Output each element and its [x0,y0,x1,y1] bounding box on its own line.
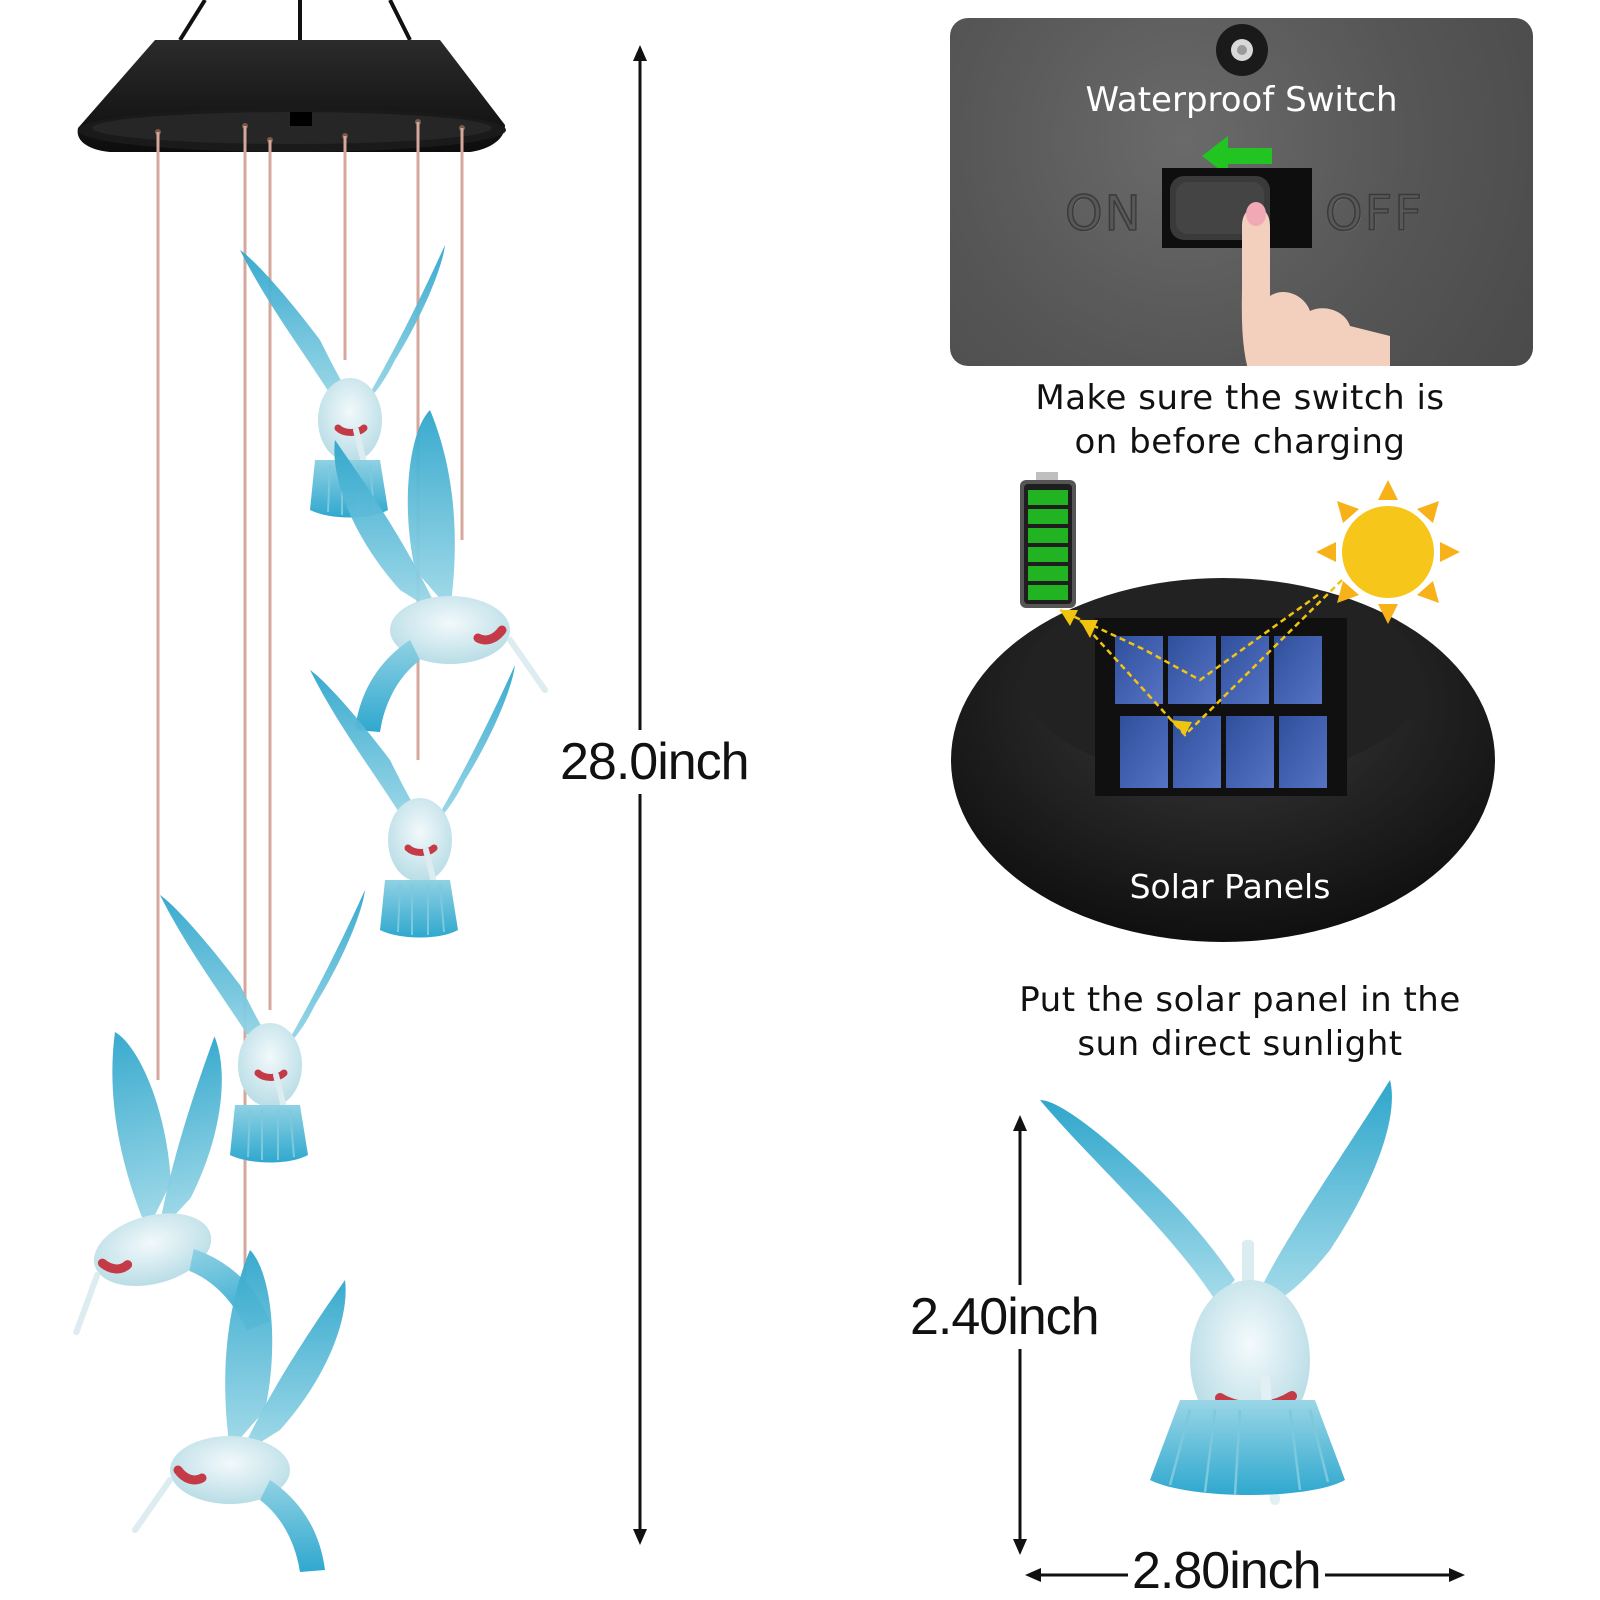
hummingbird-3 [310,665,515,938]
switch-caption-line1: Make sure the switch is [1035,378,1445,418]
wind-chime-illustration [0,0,640,1600]
solar-caption-line1: Put the solar panel in the [1019,980,1461,1020]
sun-icon [1316,480,1460,624]
toggle-switch[interactable] [1162,168,1312,248]
switch-panel: Waterproof Switch ON OFF [950,18,1533,366]
arrow-left-icon [1202,136,1272,176]
solar-cap [77,40,506,152]
solar-caption: Put the solar panel in the sun direct su… [960,978,1520,1066]
on-label: ON [1064,185,1143,243]
switch-caption: Make sure the switch is on before chargi… [960,376,1520,464]
solar-caption-line2: sun direct sunlight [1077,1024,1403,1064]
switch-caption-line2: on before charging [1074,422,1406,462]
bird-width-label: 2.80inch [1128,1545,1325,1597]
bird-height-label: 2.40inch [910,1285,1100,1349]
finger-icon [1241,202,1390,366]
screw-icon [1216,24,1268,76]
switch-title: Waterproof Switch [1085,80,1398,120]
solar-panels-label: Solar Panels [1129,867,1331,906]
off-label: OFF [1324,185,1424,243]
hummingbird-6 [135,1250,346,1572]
hummingbird-closeup [1040,1080,1392,1505]
length-dimension-arrow [633,45,647,1545]
battery-icon [1020,472,1076,608]
total-length-label: 28.0inch [560,730,750,794]
solar-panel-cells [1095,618,1347,796]
solar-panel-illustration [951,472,1495,942]
